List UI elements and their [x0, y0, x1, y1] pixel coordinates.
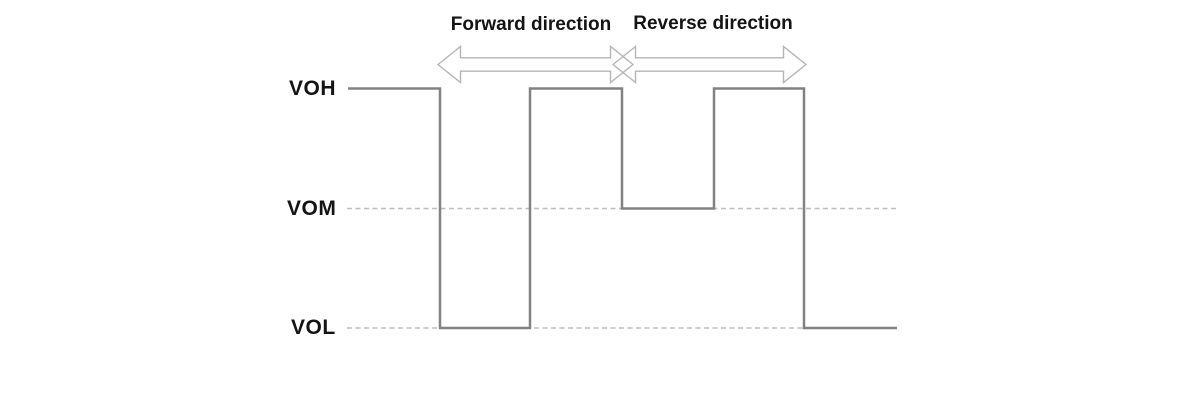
forward-direction-label: Forward direction	[450, 14, 612, 35]
vom-level-label: VOM	[287, 197, 337, 220]
reverse-direction-label: Reverse direction	[633, 13, 793, 34]
vol-level-label: VOL	[291, 316, 336, 339]
voh-level-label: VOH	[289, 77, 337, 100]
forward-direction-arrow-icon	[436, 45, 635, 84]
reverse-direction-arrow-icon	[611, 45, 808, 84]
voltage-guide-lines	[347, 207, 897, 329]
signal-waveform	[348, 87, 897, 330]
